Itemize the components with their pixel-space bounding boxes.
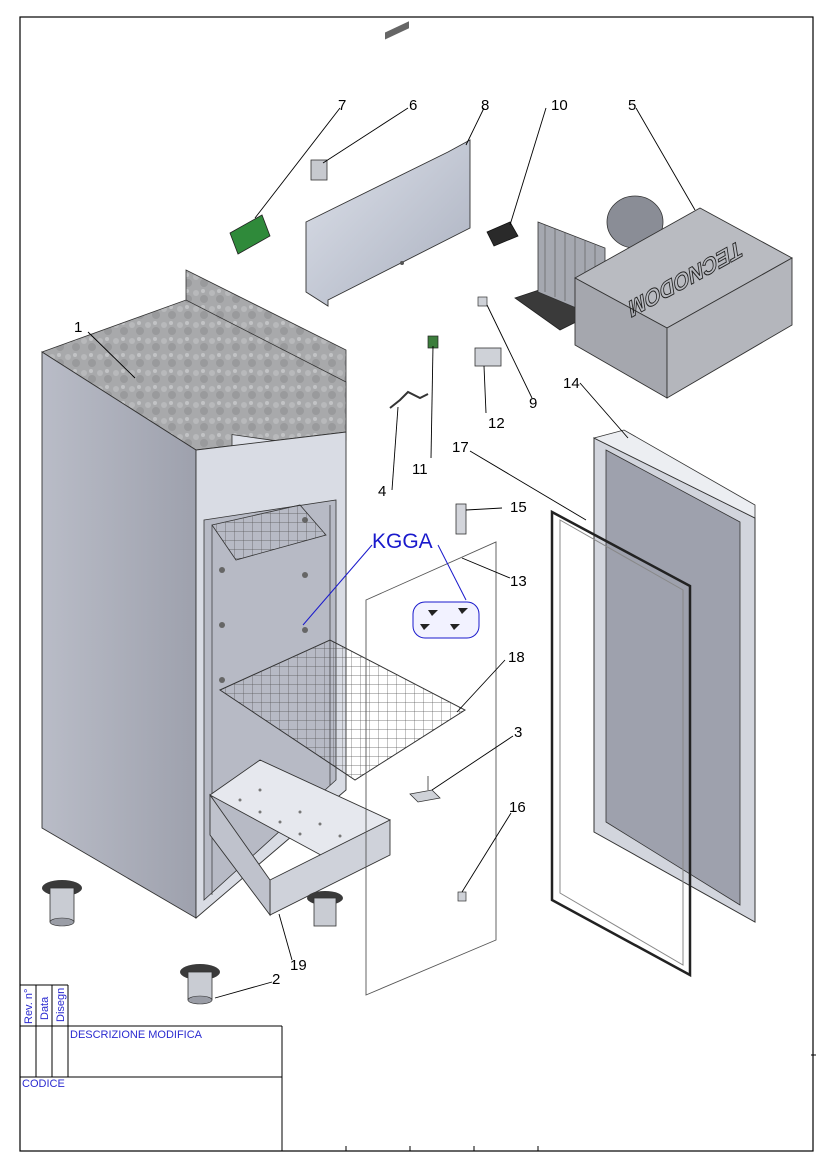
callout-4: 4 (378, 483, 386, 500)
callout-5: 5 (628, 97, 636, 114)
wire-shelf (218, 639, 467, 781)
callout-9: 9 (529, 395, 537, 412)
code-label: CODICE (22, 1078, 65, 1090)
callout-7: 7 (338, 97, 346, 114)
callout-17: 17 (452, 439, 469, 456)
display-module (486, 221, 519, 247)
callout-3: 3 (514, 724, 522, 741)
modification-description-header: DESCRIZIONE MODIFICA (70, 1029, 203, 1041)
callout-6: 6 (409, 97, 417, 114)
electrical-cover (305, 21, 471, 307)
callout-10: 10 (551, 97, 568, 114)
callout-11: 11 (412, 461, 428, 478)
title-block (20, 984, 816, 1151)
connector-block (310, 159, 328, 181)
relay-small (477, 296, 488, 307)
panel-clip (457, 891, 467, 902)
callout-8: 8 (481, 97, 489, 114)
drawn-by-header: Disegn (55, 988, 67, 1022)
kgga-leaders (302, 544, 467, 626)
relay-block (474, 347, 502, 367)
callout-1: 1 (74, 319, 82, 336)
date-header: Data (39, 996, 51, 1020)
kgga-detail-bubble (412, 601, 480, 639)
cabinet-door (592, 429, 756, 923)
callout-18: 18 (508, 649, 525, 666)
adjustable-foot (42, 880, 343, 1005)
callout-13: 13 (510, 573, 527, 590)
drawer-basket (209, 759, 391, 917)
callout-15: 15 (510, 499, 527, 516)
callout-19: 19 (290, 957, 307, 974)
kgga-note-label: KGGA (372, 530, 433, 553)
callout-12: 12 (488, 415, 505, 432)
condensing-unit: TECNODOM (514, 195, 793, 399)
callout-2: 2 (272, 971, 280, 988)
sheet-border (19, 16, 814, 1152)
door-hinge (455, 503, 467, 535)
leader-lines (87, 107, 696, 999)
callout-14: 14 (563, 375, 580, 392)
back-panel-outline (365, 541, 497, 996)
rev-number-header: Rev. n° (23, 989, 35, 1024)
shelf-support (409, 776, 441, 803)
callout-16: 16 (509, 799, 526, 816)
door-gasket (550, 509, 692, 978)
control-board (229, 214, 271, 255)
mounting-bracket (389, 390, 429, 409)
